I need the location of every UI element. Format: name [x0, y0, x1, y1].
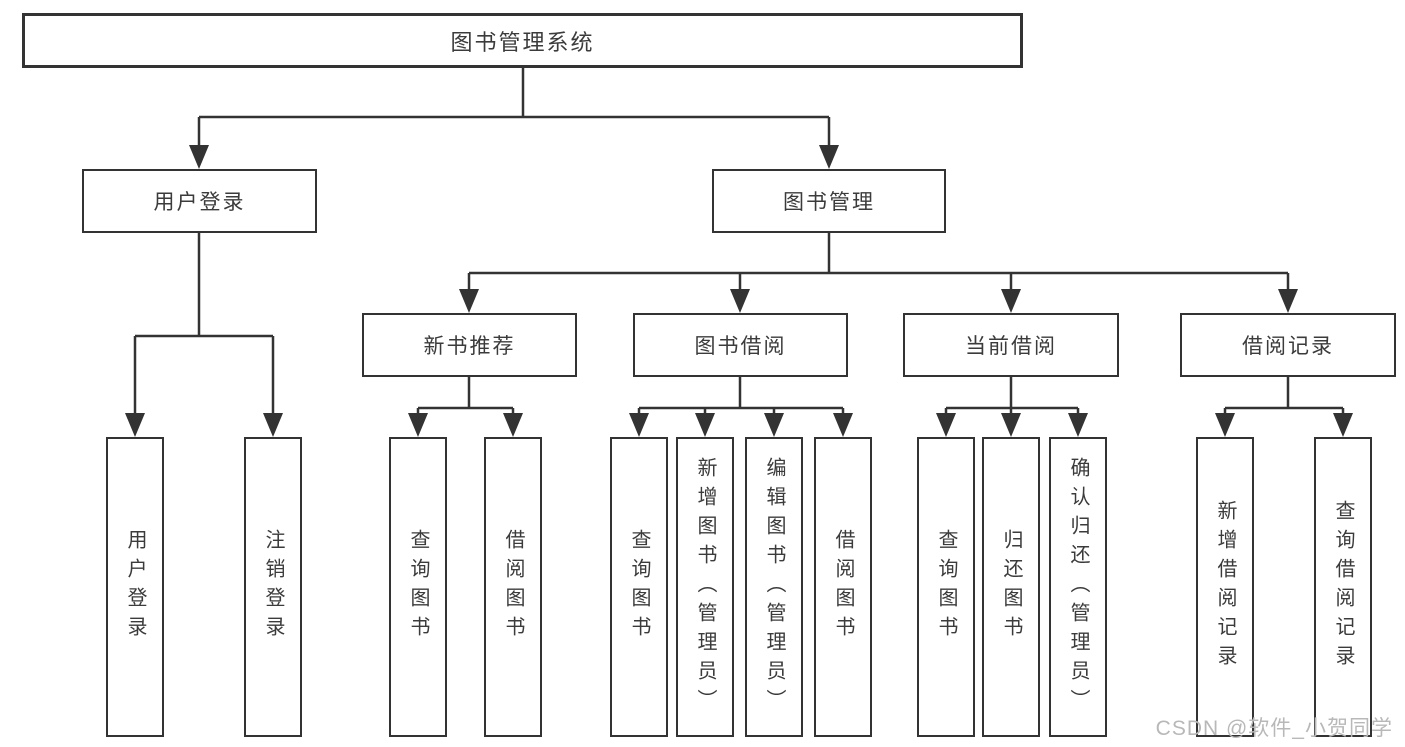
edge-book-mgmt-children [459, 233, 1298, 313]
arrow-down-icon [936, 413, 956, 437]
arrow-down-icon [459, 289, 479, 313]
node-leaf-query-borrow-record: 查询借阅记录 [1314, 437, 1372, 737]
node-leaf-return-book: 归还图书 [982, 437, 1040, 737]
arrow-down-icon [1215, 413, 1235, 437]
arrow-down-icon [263, 413, 283, 437]
edge-user-login-children [125, 233, 283, 437]
vertical-label: 查询图书 [407, 529, 429, 645]
edge-current-borrow-children [936, 377, 1088, 437]
node-leaf-add-book-admin: 新增图书（管理员） [676, 437, 734, 737]
vertical-label: 编辑图书（管理员） [763, 456, 785, 718]
arrow-down-icon [503, 413, 523, 437]
vertical-label: 新增图书（管理员） [694, 456, 716, 718]
vertical-label: 新增借阅记录 [1214, 500, 1236, 674]
node-user-login: 用户登录 [82, 169, 317, 233]
vertical-label: 归还图书 [1000, 529, 1022, 645]
vertical-label: 查询借阅记录 [1332, 500, 1354, 674]
arrow-down-icon [125, 413, 145, 437]
arrow-down-icon [1001, 289, 1021, 313]
node-library-system: 图书管理系统 [22, 13, 1023, 68]
edge-root-to-level2 [189, 68, 839, 169]
node-leaf-query-book-1: 查询图书 [389, 437, 447, 737]
vertical-label: 借阅图书 [502, 529, 524, 645]
arrow-down-icon [1001, 413, 1021, 437]
arrow-down-icon [189, 145, 209, 169]
arrow-down-icon [1068, 413, 1088, 437]
node-leaf-borrow-book-2: 借阅图书 [814, 437, 872, 737]
node-leaf-borrow-book-1: 借阅图书 [484, 437, 542, 737]
arrow-down-icon [408, 413, 428, 437]
node-book-borrow: 图书借阅 [633, 313, 848, 377]
edge-book-borrow-children [629, 377, 853, 437]
vertical-label: 借阅图书 [832, 529, 854, 645]
node-leaf-query-book-2: 查询图书 [610, 437, 668, 737]
node-new-book-recommend: 新书推荐 [362, 313, 577, 377]
vertical-label: 用户登录 [124, 529, 146, 645]
node-leaf-add-borrow-record: 新增借阅记录 [1196, 437, 1254, 737]
arrow-down-icon [1333, 413, 1353, 437]
node-book-management: 图书管理 [712, 169, 946, 233]
arrow-down-icon [764, 413, 784, 437]
vertical-label: 查询图书 [935, 529, 957, 645]
arrow-down-icon [730, 289, 750, 313]
arrow-down-icon [819, 145, 839, 169]
edge-new-book-children [408, 377, 523, 437]
node-leaf-confirm-return-admin: 确认归还（管理员） [1049, 437, 1107, 737]
vertical-label: 查询图书 [628, 529, 650, 645]
node-leaf-query-book-3: 查询图书 [917, 437, 975, 737]
node-leaf-edit-book-admin: 编辑图书（管理员） [745, 437, 803, 737]
edge-borrow-record-children [1215, 377, 1353, 437]
node-current-borrow: 当前借阅 [903, 313, 1119, 377]
arrow-down-icon [833, 413, 853, 437]
watermark: CSDN @软件_小贺同学 [1155, 717, 1393, 740]
vertical-label: 确认归还（管理员） [1067, 456, 1089, 718]
arrow-down-icon [1278, 289, 1298, 313]
node-leaf-user-login: 用户登录 [106, 437, 164, 737]
node-borrow-record: 借阅记录 [1180, 313, 1396, 377]
node-leaf-logout: 注销登录 [244, 437, 302, 737]
arrow-down-icon [695, 413, 715, 437]
vertical-label: 注销登录 [262, 529, 284, 645]
arrow-down-icon [629, 413, 649, 437]
